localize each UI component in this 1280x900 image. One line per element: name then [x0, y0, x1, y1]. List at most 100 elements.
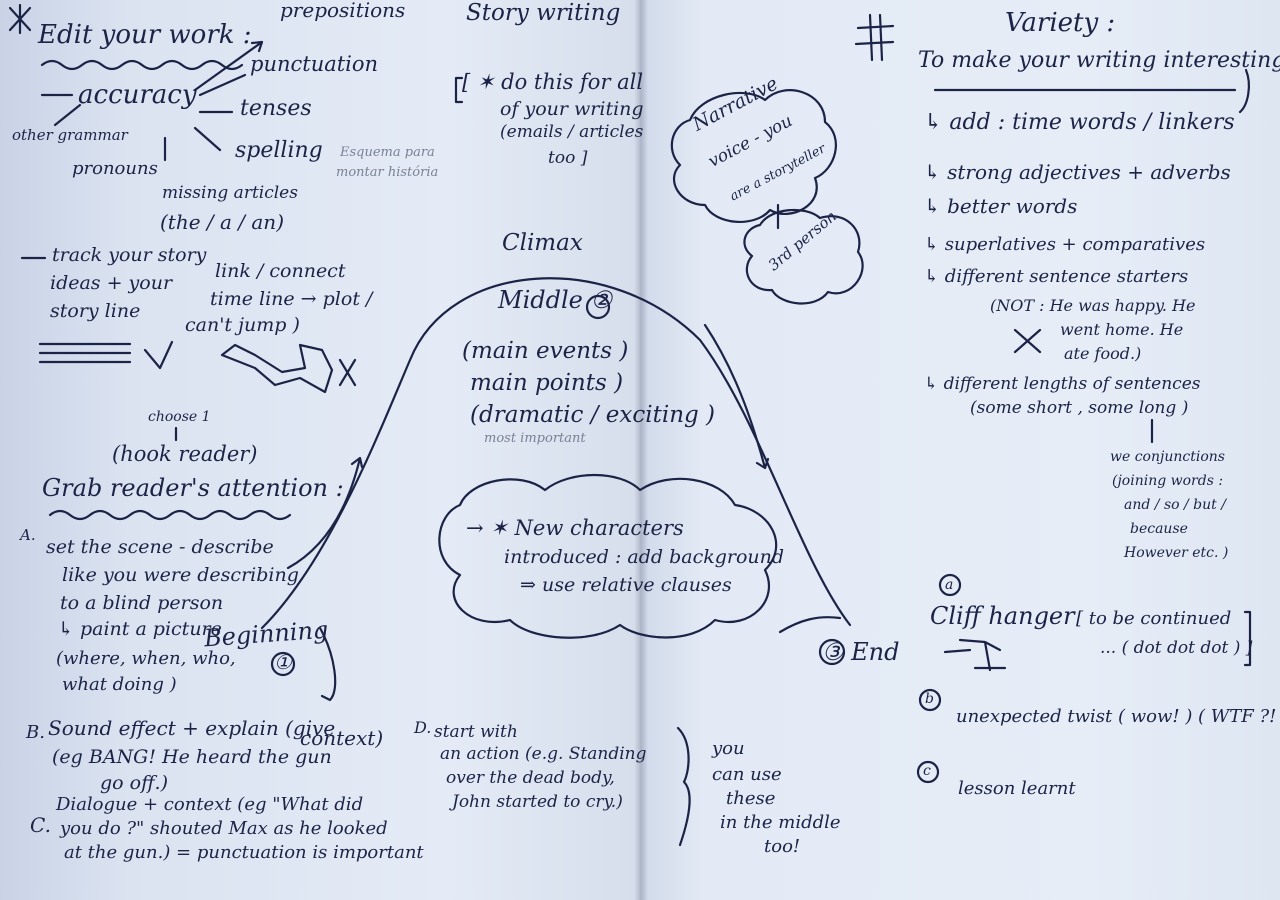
story-writing-title: Story writing [466, 0, 621, 26]
grab-b-3: go off.) [100, 772, 168, 794]
grab-a-4: ↳ paint a picture [58, 618, 222, 640]
hook-reader: (hook reader) [112, 442, 258, 466]
middle-note-2: can use [712, 764, 782, 785]
edit-pronouns: pronouns [72, 158, 158, 179]
variety-item-4: ↳ superlatives + comparatives [924, 234, 1206, 255]
edit-accuracy: accuracy [78, 80, 197, 110]
brace-middle [676, 726, 691, 847]
missing-articles-1: missing articles [162, 183, 298, 203]
variety-subtitle: To make your writing interesting : [918, 48, 1280, 73]
variety-not-2: went home. He [1060, 320, 1184, 339]
new-characters-cloud [438, 474, 778, 639]
hash-mark [854, 13, 895, 62]
marker-b: B. [26, 722, 45, 743]
arrow-accuracy-prepositions [193, 40, 264, 92]
num-1-circle [270, 651, 296, 677]
new-characters-3: ⇒ use relative clauses [520, 574, 732, 596]
grab-a-6: what doing ) [62, 674, 177, 695]
conjunctions-3: and / so / but / [1124, 497, 1226, 513]
grab-d-2: an action (e.g. Standing [440, 744, 647, 764]
arc-middle-point-3: (dramatic / exciting ) [470, 402, 716, 428]
grab-d-3: over the dead body, [446, 768, 615, 788]
arc-beginning-num: ① [274, 650, 292, 674]
track-6: can't jump ) [185, 314, 300, 336]
ending-b: unexpected twist ( wow! ) ( WTF ?! ) [956, 706, 1280, 727]
edit-prepositions: prepositions [280, 0, 406, 22]
track-4: link / connect [215, 260, 346, 282]
story-arc-curve [260, 277, 852, 630]
num-a-circle [938, 573, 962, 597]
ending-a-note-1: [ to be continued [1076, 608, 1232, 629]
arc-middle: Middle ② [498, 286, 612, 314]
marker-d: D. [414, 718, 432, 737]
star-mark [8, 3, 32, 35]
cross-mark [338, 358, 357, 387]
ending-b-marker: b [925, 691, 934, 707]
variety-item-5: ↳ different sentence starters [924, 266, 1189, 287]
ending-a-marker: a [945, 577, 954, 593]
tick-mark [143, 340, 174, 370]
grab-d-4: John started to cry.) [452, 792, 623, 812]
pencil-note-1: Esquema para [340, 145, 435, 160]
variety-side-line [1238, 68, 1250, 114]
edit-tenses: tenses [240, 96, 312, 121]
left-page [0, 0, 640, 900]
grab-a-3: to a blind person [60, 592, 224, 614]
grab-a-1: set the scene - describe [46, 536, 274, 558]
grab-heading: Grab reader's attention : [42, 474, 344, 502]
edit-other-grammar: other grammar [12, 126, 128, 144]
story-writing-note-3: (emails / articles [500, 122, 644, 142]
third-person-cloud [743, 208, 864, 305]
track-3: story line [50, 300, 141, 322]
arc-most-important: most important [484, 431, 586, 446]
arc-end: ③ End [822, 638, 900, 666]
middle-note-3: these [726, 788, 776, 809]
story-writing-note-4: too ] [548, 148, 588, 168]
edit-punctuation: punctuation [250, 52, 379, 76]
num-2-circle [585, 294, 611, 320]
arc-climax: Climax [502, 230, 583, 256]
pencil-note-2: montar história [336, 165, 439, 180]
missing-articles-2: (the / a / an) [160, 210, 284, 234]
ending-c: lesson learnt [958, 778, 1076, 799]
marker-a: A. [20, 526, 36, 544]
grab-d-1: start with [434, 722, 518, 742]
grab-c-3: at the gun.) = punctuation is important [64, 842, 424, 863]
variety-lengths-2: (some short , some long ) [970, 398, 1189, 418]
road-lines [38, 342, 132, 364]
narrative-cloud [670, 89, 837, 223]
edit-heading: Edit your work : [38, 20, 252, 50]
variety-item-1: ↳ add : time words / linkers [924, 110, 1235, 135]
conjunctions-5: However etc. ) [1124, 545, 1229, 561]
middle-note-5: too! [764, 836, 801, 857]
ending-c-marker: c [923, 763, 931, 779]
edit-spelling: spelling [235, 138, 323, 163]
edit-underline-wave [40, 59, 244, 71]
ending-a-note-2: ... ( dot dot dot ) ] [1100, 638, 1253, 658]
grab-underline-wave [48, 509, 292, 521]
arrow-accuracy-spelling [193, 126, 222, 152]
arrow-beginning-down [318, 626, 337, 702]
arrow-down-end [703, 323, 770, 470]
new-characters-1: → ✶ New characters [466, 516, 684, 540]
variety-lengths-1: ↳ different lengths of sentences [924, 374, 1201, 394]
num-c-circle [916, 760, 940, 784]
marker-c: C. [30, 813, 51, 837]
choose-note: choose 1 [148, 409, 211, 425]
grab-a-2: like you were describing [62, 564, 299, 586]
arrow-grab-to-arc [286, 456, 364, 570]
stick-figure [943, 638, 1007, 672]
grab-b-1: Sound effect + explain (give [48, 716, 336, 740]
conjunctions-4: because [1130, 521, 1188, 537]
middle-note-1: you [712, 738, 745, 759]
num-3-circle [818, 638, 846, 666]
grab-b-2: (eg BANG! He heard the gun [52, 746, 332, 768]
variety-not-1: (NOT : He was happy. He [990, 296, 1196, 315]
story-writing-note-1: [ ✶ do this for all [462, 70, 644, 94]
ending-a: Cliff hanger [930, 602, 1075, 630]
grab-c-1: Dialogue + context (eg "What did [56, 794, 364, 815]
arc-middle-point-1: (main events ) [462, 338, 629, 364]
conjunctions-2: (joining words : [1112, 473, 1224, 489]
new-characters-2: introduced : add background [504, 546, 785, 568]
